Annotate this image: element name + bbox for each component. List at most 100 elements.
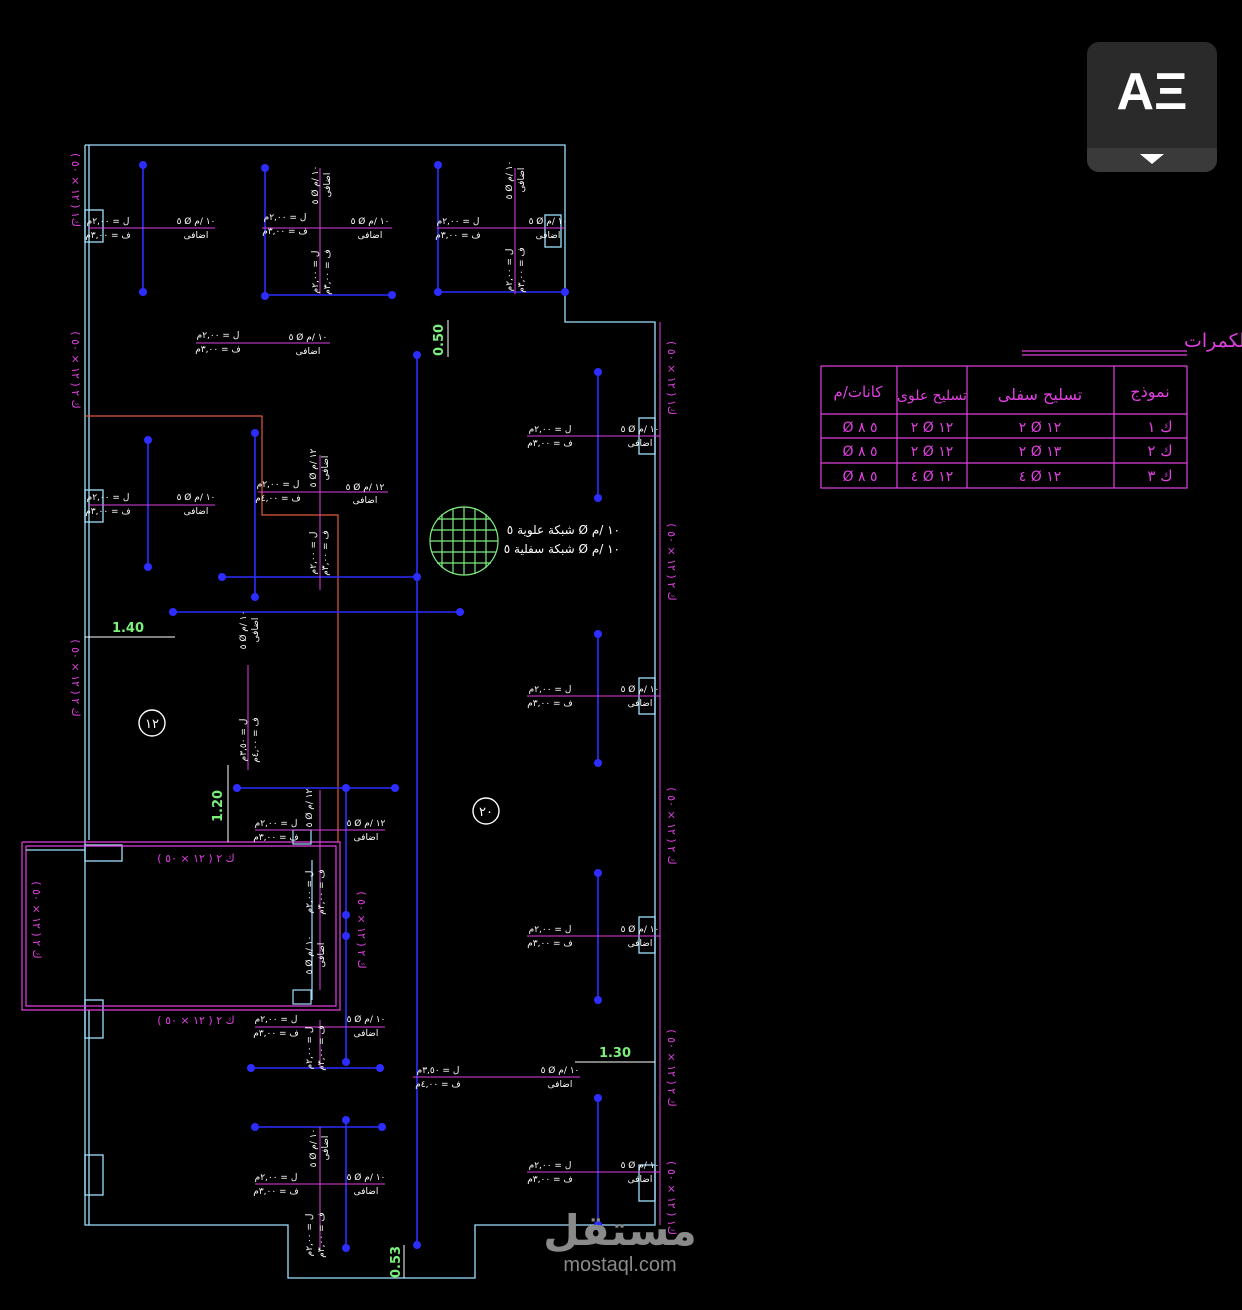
svg-text:ل = ٣,٥٠م: ل = ٣,٥٠م [417, 1066, 460, 1076]
svg-text:ل = ٢,٠٠م: ل = ٢,٠٠م [87, 217, 130, 227]
svg-text:ل = ٢,٠٠م: ل = ٢,٠٠م [529, 1161, 572, 1171]
table-row1-top: ٢ Ø ١٢ [911, 420, 954, 436]
svg-text:٥ Ø ١٢ /م: ٥ Ø ١٢ /م [346, 482, 385, 493]
svg-text:ف = ٣,٠٠م: ف = ٣,٠٠م [517, 247, 527, 293]
beam-label-right-4: ك ٢ ( ١٢ × ٥٠ ) [665, 1029, 678, 1106]
svg-text:٥ Ø ١٠ /م: ٥ Ø ١٠ /م [308, 1129, 319, 1168]
svg-text:٥ Ø ١٠ /م: ٥ Ø ١٠ /م [621, 684, 660, 695]
svg-text:اضافى: اضافى [354, 1029, 379, 1039]
balcony-inner [26, 829, 313, 1005]
slab-number-12: ١٢ [145, 717, 159, 732]
svg-text:اضافى: اضافى [353, 496, 378, 506]
table-row2-model: ك ٢ [1147, 442, 1172, 460]
slab-number-20: ٢٠ [479, 805, 493, 820]
svg-text:٥ Ø ١٠ /م: ٥ Ø ١٠ /م [621, 424, 660, 435]
svg-text:ف = ٣,٠٠م: ف = ٣,٠٠م [323, 249, 333, 295]
svg-text:ل = ٢,٠٠م: ل = ٢,٠٠م [264, 213, 307, 223]
balcony-outline [21, 841, 341, 1011]
svg-text:اضافى: اضافى [536, 231, 561, 241]
svg-text:ف = ٣,٠٠م: ف = ٣,٠٠م [253, 1029, 299, 1039]
svg-text:ف = ٣,٠٠م: ف = ٣,٠٠م [527, 439, 573, 449]
svg-text:ف = ٣,٠٠م: ف = ٣,٠٠م [435, 231, 481, 241]
table-row3-top: ٤ Ø ١٢ [911, 469, 954, 485]
beam-label-balcony-inner: ك ٢ ( ١٢ × ٥٠ ) [355, 891, 368, 968]
table-row2-bottom: ٢ Ø ١٣ [1019, 444, 1062, 460]
table-row3-model: ك ٣ [1147, 467, 1172, 485]
rebar-dots [139, 161, 602, 1252]
svg-text:٥ Ø ١٢ /م: ٥ Ø ١٢ /م [308, 448, 319, 487]
table-header-model: نموذج [1130, 382, 1169, 402]
svg-text:اضافى: اضافى [628, 439, 653, 449]
svg-text:اضافى: اضافى [321, 456, 331, 481]
svg-text:ف = ٣,٠٠م: ف = ٣,٠٠م [85, 231, 131, 241]
beam-label-right-3: ك ٢ ( ١٢ × ٥٠ ) [665, 787, 678, 864]
svg-text:٥ Ø ١٠ /م: ٥ Ø ١٠ /م [238, 611, 249, 650]
mesh-top-label: شبكة علوية ٥ Ø ١٠ /م [507, 523, 620, 538]
table-row1-stirrups: Ø ٥ ٨ [843, 420, 878, 436]
stair-outline [85, 415, 339, 842]
svg-text:٥ Ø ١٠ /م: ٥ Ø ١٠ /م [541, 1065, 580, 1076]
svg-text:ف = ٤,٠٠م: ف = ٤,٠٠م [251, 717, 261, 763]
beam-label-right-5: ك١ ( ١٢ × ٥٠ ) [665, 1161, 678, 1235]
svg-text:٥ Ø ١٠ /م: ٥ Ø ١٠ /م [177, 216, 216, 227]
beam-label-right-1: ك١ ( ١٢ × ٥٠ ) [665, 341, 678, 415]
svg-text:٥ Ø ١٠ /م: ٥ Ø ١٠ /م [351, 216, 390, 227]
svg-text:ل = ٢,٠٠م: ل = ٢,٠٠م [505, 249, 515, 292]
svg-text:ف = ٣,٠٠م: ف = ٣,٠٠م [527, 1175, 573, 1185]
svg-text:ف = ٣,٠٠م: ف = ٣,٠٠م [195, 345, 241, 355]
svg-text:ل = ٢,٠٠م: ل = ٢,٠٠م [311, 251, 321, 294]
rebar-table-grid [820, 350, 1188, 489]
svg-text:٥ Ø ١٠ /م: ٥ Ø ١٠ /م [347, 1172, 386, 1183]
svg-text:ف = ٣,٠٠م: ف = ٣,٠٠م [317, 869, 327, 915]
svg-text:ل = ٢,٠٠م: ل = ٢,٠٠م [257, 480, 300, 490]
rebar-annotations: ل = ٢,٠٠م ف = ٣,٠٠م ٥ Ø ١٠ /م اضافى ل = … [85, 213, 659, 1197]
svg-text:ل = ٣,٥٠م: ل = ٣,٥٠م [239, 719, 249, 762]
dim-guides [85, 320, 655, 1278]
svg-text:ل = ٢,٠٠م: ل = ٢,٠٠م [197, 331, 240, 341]
dim-130: 1.30 [599, 1046, 631, 1061]
svg-text:٥ Ø ١٠ /م: ٥ Ø ١٠ /م [529, 216, 568, 227]
svg-text:٥ Ø ١٠ /م: ٥ Ø ١٠ /م [289, 332, 328, 343]
watermark-latin: mostaql.com [563, 1254, 677, 1276]
table-row1-model: ك ١ [1147, 418, 1172, 436]
svg-text:ف = ٣,٠٠م: ف = ٣,٠٠م [253, 1187, 299, 1197]
svg-text:ل = ٢,٠٠م: ل = ٢,٠٠م [305, 871, 315, 914]
svg-text:اضافى: اضافى [354, 833, 379, 843]
svg-text:٥ Ø ١٠ /م: ٥ Ø ١٠ /م [177, 492, 216, 503]
svg-text:اضافى: اضافى [628, 699, 653, 709]
table-header-bottom: تسليح سفلى [998, 385, 1082, 405]
beam-label-left-low: ك ٢ ( ١٢ × ٥٠ ) [69, 639, 82, 716]
mesh-bottom-label: شبكة سفلية ٥ Ø ١٠ /م [504, 542, 620, 556]
svg-text:اضافى: اضافى [517, 168, 527, 193]
translate-button[interactable]: AΞ [1087, 42, 1217, 172]
svg-text:ل = ٢,٠٠م: ل = ٢,٠٠م [87, 493, 130, 503]
table-row3-bottom: ٤ Ø ١٢ [1019, 469, 1062, 485]
svg-text:٥ Ø ١٠ /م: ٥ Ø ١٠ /م [304, 936, 315, 975]
watermark: مستقل mostaql.com [540, 1208, 700, 1277]
beam-label-right-2: ك ٢ ( ١٢ × ٥٠ ) [665, 523, 678, 600]
svg-text:ل = ٢,٠٠م: ل = ٢,٠٠م [255, 819, 298, 829]
table-title: جدول تسليح الكمرات [1184, 330, 1242, 352]
svg-text:اضافى: اضافى [321, 1136, 331, 1161]
svg-text:اضافى: اضافى [548, 1080, 573, 1090]
svg-text:ل = ٢,٠٠م: ل = ٢,٠٠م [529, 685, 572, 695]
beam-label-left-mid: ك ٢ ( ١٢ × ٥٠ ) [69, 331, 82, 408]
dim-053: 0.53 [389, 1246, 404, 1278]
svg-text:اضافى: اضافى [323, 173, 333, 198]
beam-label-balcony-side: ك ٢ ( ١٢ × ٥٠ ) [30, 881, 43, 958]
dim-050: 0.50 [432, 324, 447, 356]
table-header-stirrups: كانات/م [834, 383, 884, 401]
beam-label-balcony-bottom: ك ٢ ( ١٢ × ٥٠ ) [157, 1014, 234, 1027]
svg-text:ل = ٢,٠٠م: ل = ٢,٠٠م [309, 532, 319, 575]
svg-text:٥ Ø ١٠ /م: ٥ Ø ١٠ /م [621, 924, 660, 935]
translate-dropdown[interactable] [1087, 148, 1217, 172]
svg-text:ل = ٢,٠٠م: ل = ٢,٠٠م [305, 1027, 315, 1070]
table-row2-stirrups: Ø ٥ ٨ [843, 444, 878, 460]
svg-text:٥ Ø ١٠ /م: ٥ Ø ١٠ /م [310, 166, 321, 205]
table-header-top: تسليح علوى [897, 388, 967, 404]
table-row1-bottom: ٢ Ø ١٢ [1019, 420, 1062, 436]
svg-text:٥ Ø ١٢ /م: ٥ Ø ١٢ /م [347, 818, 386, 829]
beam-label-left-top: ك١ ( ١٢ × ٥٠ ) [69, 153, 82, 227]
svg-text:ل = ٢,٠٠م: ل = ٢,٠٠م [305, 1214, 315, 1257]
svg-text:اضافى: اضافى [184, 231, 209, 241]
